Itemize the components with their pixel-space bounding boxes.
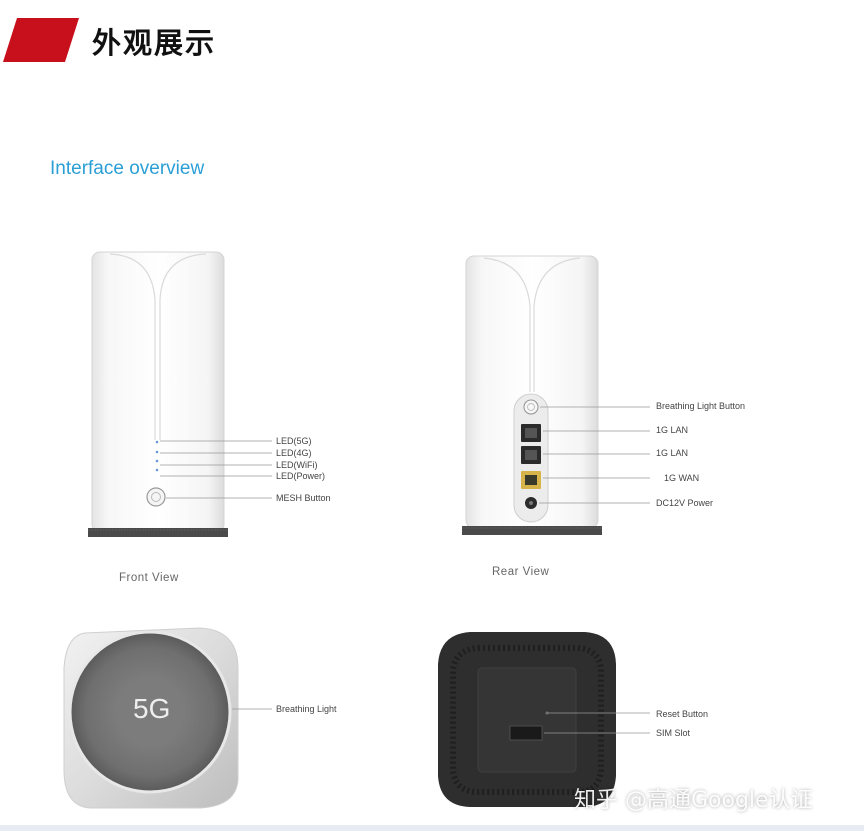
rear-view-device (462, 255, 650, 535)
label-wan: 1G WAN (664, 473, 700, 483)
label-led-4g: LED(4G) (276, 448, 312, 458)
label-mesh-button: MESH Button (276, 493, 331, 503)
sim-slot-icon (509, 725, 543, 741)
bottom-view-device (438, 632, 650, 807)
label-reset-button: Reset Button (656, 709, 709, 719)
label-led-wifi: LED(WiFi) (276, 460, 318, 470)
label-lan-2: 1G LAN (656, 448, 689, 458)
bottom-strip (0, 825, 864, 831)
label-dc-power: DC12V Power (656, 498, 714, 508)
label-lan-1: 1G LAN (656, 425, 689, 435)
header-accent-bar (3, 18, 79, 62)
led-wifi-icon (155, 459, 159, 463)
5g-badge: 5G (133, 693, 171, 724)
label-sim-slot: SIM Slot (656, 728, 691, 738)
mesh-button-icon (146, 487, 166, 507)
label-breathing-light: Breathing Light (276, 704, 337, 714)
section-title: Interface overview (50, 158, 205, 179)
led-4g-icon (155, 450, 159, 454)
front-view-caption: Front View (119, 572, 179, 584)
label-led-5g: LED(5G) (276, 436, 312, 446)
front-view-device (88, 251, 272, 537)
label-led-power: LED(Power) (276, 471, 326, 481)
watermark: 知乎 @高通Google认证 (574, 788, 813, 813)
led-power-icon (155, 468, 159, 472)
top-view-device (63, 627, 272, 809)
led-5g-icon (155, 440, 159, 444)
rear-view-caption: Rear View (492, 566, 550, 578)
label-breathing-light-button: Breathing Light Button (656, 401, 746, 411)
page-title: 外观展示 (92, 26, 217, 60)
breathing-light-button-icon (523, 399, 539, 415)
